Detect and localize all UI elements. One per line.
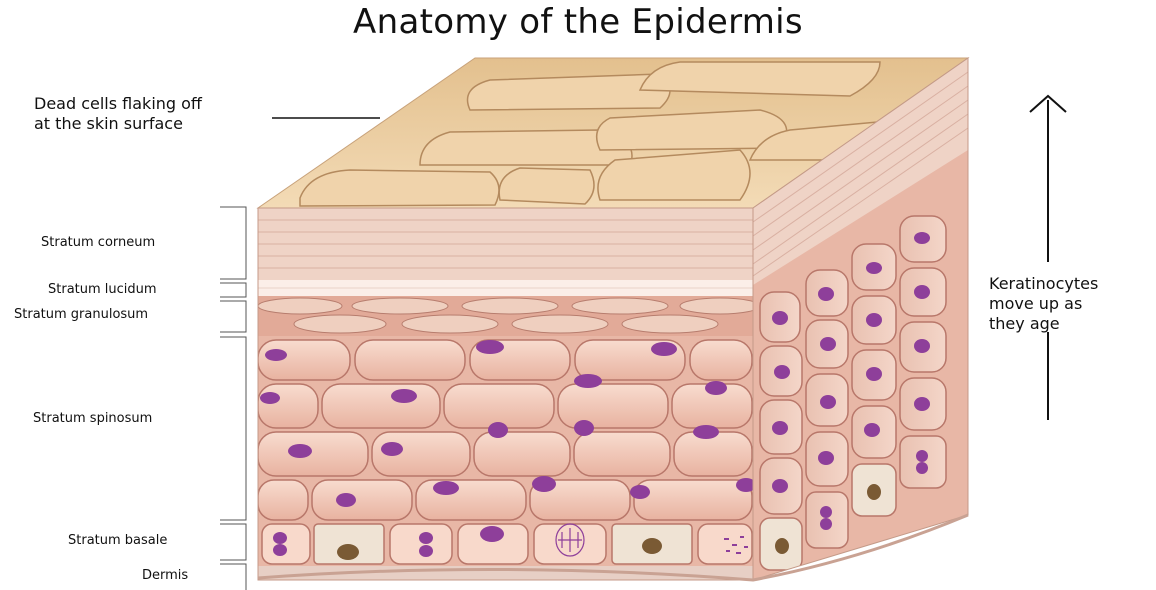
keratinocyte-note: Keratinocytes move up as they age — [989, 274, 1098, 334]
label-dermis: Dermis — [142, 568, 188, 583]
label-stratum-basale: Stratum basale — [68, 533, 167, 548]
upward-arrow-icon — [1030, 96, 1066, 420]
surface-callout-line1: Dead cells flaking off — [34, 94, 202, 114]
layer-brackets — [220, 207, 246, 590]
keratinocyte-note-line1: Keratinocytes — [989, 274, 1098, 294]
keratinocyte-note-line3: they age — [989, 314, 1098, 334]
surface-callout-line2: at the skin surface — [34, 114, 202, 134]
surface-callout-label: Dead cells flaking off at the skin surfa… — [34, 94, 202, 134]
label-stratum-granulosum: Stratum granulosum — [14, 307, 148, 322]
keratinocyte-note-line2: move up as — [989, 294, 1098, 314]
front-stratum-basale — [262, 524, 752, 564]
label-stratum-spinosum: Stratum spinosum — [33, 411, 152, 426]
label-stratum-lucidum: Stratum lucidum — [48, 282, 157, 297]
label-stratum-corneum: Stratum corneum — [41, 235, 155, 250]
